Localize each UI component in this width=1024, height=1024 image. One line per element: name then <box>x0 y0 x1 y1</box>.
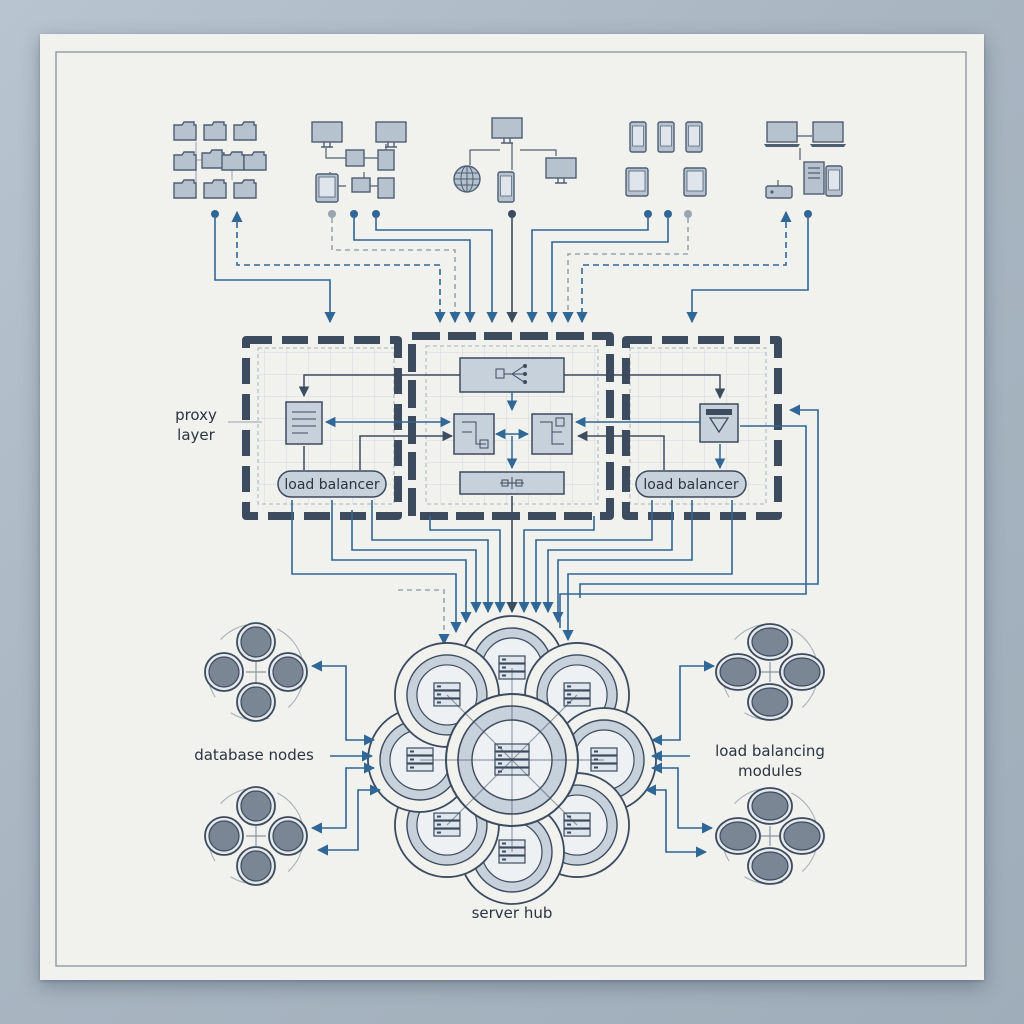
tablet-icon <box>625 167 649 197</box>
folder-icon <box>201 149 225 169</box>
monitor-icon <box>311 121 343 148</box>
switch-module <box>459 471 565 495</box>
diagram-paper: load balancer load balancer proxy layer <box>40 34 984 980</box>
cluster-node <box>715 653 761 691</box>
server-rack-icon <box>563 682 591 707</box>
cluster-node <box>236 622 276 662</box>
load-balancer-left-label: load balancer <box>284 477 379 493</box>
router-icon <box>765 185 793 199</box>
lb-module-cluster-top <box>715 623 825 721</box>
phone-icon <box>629 121 647 153</box>
load-balancer-right-label: load balancer <box>643 477 738 493</box>
cluster-node <box>779 817 825 855</box>
workstation-cluster <box>311 121 407 203</box>
cluster-node <box>747 623 793 661</box>
router-module <box>459 357 565 393</box>
phone-icon <box>657 121 675 153</box>
cluster-node <box>236 786 276 826</box>
load-balancing-modules <box>715 623 825 885</box>
folder-icon <box>233 179 257 199</box>
cluster-node <box>268 652 308 692</box>
document-module <box>285 401 323 445</box>
folder-icon <box>173 151 197 171</box>
cluster-node <box>747 683 793 721</box>
cluster-node <box>236 682 276 722</box>
cluster-node <box>236 846 276 886</box>
side-connectors <box>310 660 716 858</box>
monitor-icon <box>345 149 395 199</box>
database-nodes <box>204 622 308 886</box>
phone-icon <box>497 171 515 203</box>
mobile-cluster <box>625 121 707 197</box>
hub-connectors <box>291 496 733 646</box>
routing-module-left <box>453 413 495 455</box>
phone-icon <box>825 165 843 197</box>
laptop-icon <box>764 121 800 147</box>
folder-icon <box>203 121 227 141</box>
load-balancing-modules-label-line2: modules <box>738 762 802 780</box>
folder-cluster <box>173 121 267 199</box>
globe-icon <box>453 165 481 193</box>
server-hub-label: server hub <box>472 904 553 922</box>
server-hub <box>367 615 657 905</box>
cluster-node <box>204 816 244 856</box>
monitor-icon <box>491 117 523 144</box>
proxy-layer-label-line1: proxy <box>175 406 217 424</box>
server-rack-icon <box>433 682 461 707</box>
cluster-node <box>747 787 793 825</box>
feedback-connector <box>579 404 819 598</box>
paper-border <box>55 51 967 967</box>
load-balancer-right: load balancer <box>635 470 747 498</box>
cluster-node <box>268 816 308 856</box>
database-cluster-bottom <box>204 786 308 886</box>
lb-module-cluster-bottom <box>715 787 825 885</box>
folder-icon <box>221 151 245 171</box>
monitor-icon <box>545 157 577 184</box>
web-cluster <box>453 117 577 203</box>
cluster-node <box>204 652 244 692</box>
proxy-layer: load balancer load balancer proxy layer <box>175 332 782 520</box>
proxy-layer-label-line2: layer <box>177 426 215 444</box>
database-nodes-label: database nodes <box>194 746 314 764</box>
monitor-icon <box>375 121 407 148</box>
load-balancing-modules-label-line1: load balancing <box>715 742 825 760</box>
cluster-node <box>715 817 761 855</box>
desktop-cluster <box>764 121 846 199</box>
cluster-node <box>779 653 825 691</box>
filter-module <box>699 403 739 443</box>
folder-icon <box>233 121 257 141</box>
database-cluster-top <box>204 622 308 722</box>
folder-icon <box>173 179 197 199</box>
phone-icon <box>685 121 703 153</box>
routing-module-right <box>531 413 573 455</box>
tablet-icon <box>315 173 339 203</box>
server-tower-icon <box>803 161 825 195</box>
client-connectors <box>211 210 812 324</box>
folder-icon <box>173 121 197 141</box>
client-clusters <box>173 117 846 203</box>
folder-icon <box>203 179 227 199</box>
network-diagram: load balancer load balancer proxy layer <box>55 51 967 967</box>
feedback-connector-2 <box>559 425 807 628</box>
cluster-node <box>747 847 793 885</box>
folder-icon <box>243 151 267 171</box>
tablet-icon <box>683 167 707 197</box>
laptop-icon <box>810 121 846 147</box>
load-balancer-left: load balancer <box>277 470 387 498</box>
